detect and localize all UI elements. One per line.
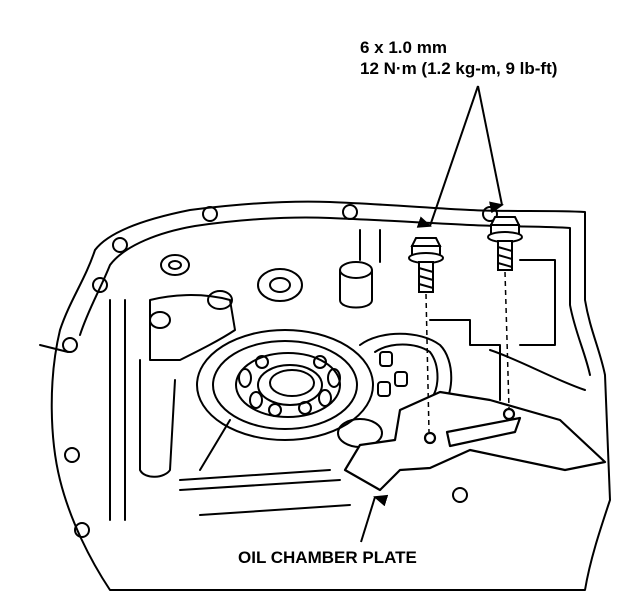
- case-rib: [179, 479, 351, 516]
- flange-hole: [452, 487, 468, 503]
- case-rib: [359, 229, 381, 263]
- bearing-outer-race: [235, 352, 341, 418]
- plate-bolt-hole: [423, 431, 437, 445]
- web: [179, 419, 331, 481]
- plate-slot: [445, 416, 522, 448]
- bolt-size-label: 6 x 1.0 mm: [360, 38, 447, 57]
- boss: [149, 311, 171, 329]
- case-rib: [519, 259, 556, 346]
- web: [139, 359, 176, 478]
- flange-bolt-icon: [487, 216, 523, 271]
- flange-hole: [342, 204, 358, 220]
- second-bearing-inner: [374, 343, 439, 401]
- roller: [377, 381, 391, 397]
- plate-bolt-hole: [502, 407, 516, 421]
- arrow-icon: [477, 85, 504, 214]
- bearing-balls: [238, 355, 341, 417]
- flange-hole: [112, 237, 128, 253]
- case-rib: [429, 319, 501, 401]
- bearing-inner-race: [257, 364, 323, 406]
- flange-hole: [202, 206, 218, 222]
- boss: [257, 268, 303, 302]
- web: [149, 294, 236, 361]
- arrow-icon: [416, 85, 479, 228]
- boss-hole: [269, 277, 291, 293]
- bearing-housing-inner: [212, 340, 358, 430]
- flange-hole: [92, 277, 108, 293]
- second-bearing: [359, 332, 453, 411]
- flange-hole: [62, 337, 78, 353]
- flange-bolt-icon: [408, 237, 444, 293]
- bearing-housing: [196, 329, 374, 441]
- case-edge: [489, 349, 586, 391]
- roller: [394, 371, 408, 387]
- bearing-bore: [269, 369, 315, 397]
- oil-chamber-plate: [343, 390, 607, 492]
- case-edge: [39, 344, 69, 353]
- cylinder-boss: [339, 269, 373, 309]
- torque-spec-label: 12 N·m (1.2 kg-m, 9 lb-ft): [360, 59, 558, 78]
- boss-hole: [168, 260, 182, 270]
- arrow-icon: [360, 494, 389, 543]
- boss: [207, 290, 233, 310]
- oil-chamber-plate-label: OIL CHAMBER PLATE: [238, 548, 417, 567]
- case-inner-flange: [79, 216, 591, 376]
- flange-hole: [74, 522, 90, 538]
- case-rib: [109, 299, 126, 521]
- case-outer-flange: [50, 200, 611, 591]
- alignment-line: [504, 271, 510, 409]
- flange-hole: [64, 447, 80, 463]
- cylinder-boss-top: [339, 261, 373, 279]
- boss: [160, 254, 190, 276]
- roller: [379, 351, 393, 367]
